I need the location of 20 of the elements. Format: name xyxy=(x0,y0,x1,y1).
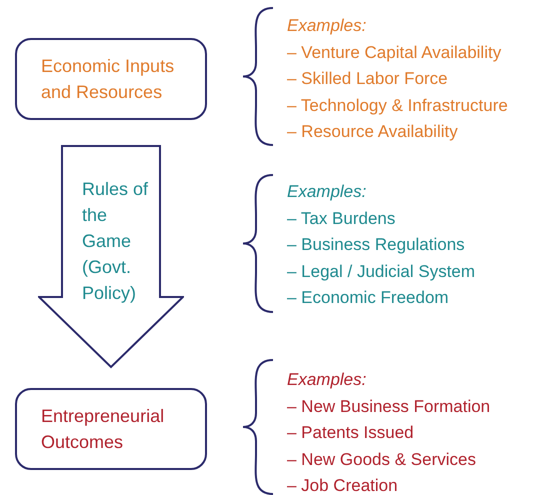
list-item: – New Goods & Services xyxy=(287,448,476,470)
list-heading: Examples: xyxy=(287,15,366,37)
list-item: – Patents Issued xyxy=(287,422,414,444)
node-label: Entrepreneurial Outcomes xyxy=(41,406,164,452)
rounded-box xyxy=(15,38,207,120)
list-item: – Skilled Labor Force xyxy=(287,68,448,90)
node-label: Economic Inputs and Resources xyxy=(41,56,174,102)
list-item: – Resource Availability xyxy=(287,121,458,143)
list-heading: Examples: xyxy=(287,369,366,391)
list-item: – Business Regulations xyxy=(287,234,465,256)
list-item: – New Business Formation xyxy=(287,396,490,418)
list-heading: Examples: xyxy=(287,181,366,203)
list-item: – Legal / Judicial System xyxy=(287,260,476,282)
list-item: – Technology & Infrastructure xyxy=(287,94,508,116)
arrow-label: Rules of the Game (Govt. Policy) xyxy=(82,178,150,305)
rounded-box xyxy=(15,388,207,470)
list-item: – Venture Capital Availability xyxy=(287,42,502,64)
list-item: – Job Creation xyxy=(287,475,398,495)
list-item: – Tax Burdens xyxy=(287,208,396,230)
list-item: – Economic Freedom xyxy=(287,287,449,309)
